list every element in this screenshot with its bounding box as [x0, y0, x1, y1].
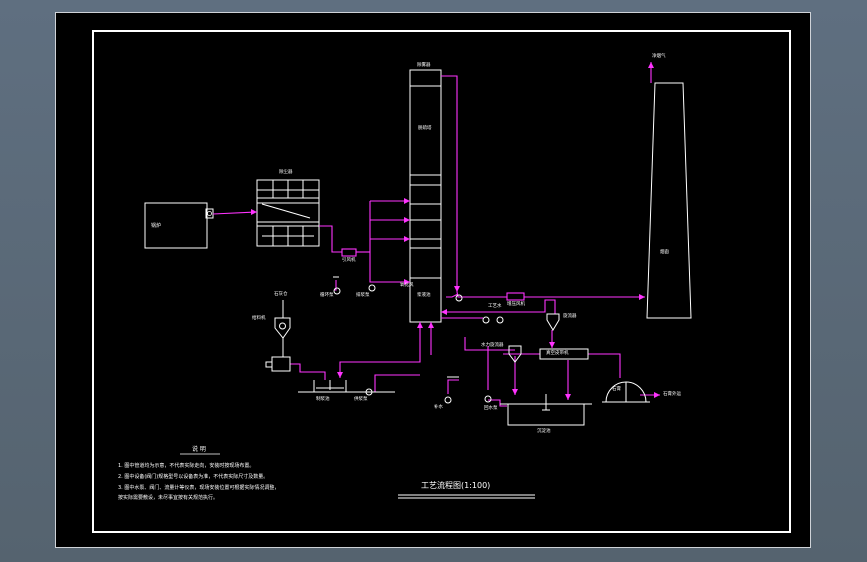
label-settling: 沉淀池	[537, 429, 551, 434]
label-fan-a: 引风机	[342, 258, 356, 263]
dust-collector-unit	[256, 179, 320, 247]
note-line-2: 2. 图中设备(阀门)规格型号以设备表为准，不代表实际尺寸及数量。	[118, 474, 269, 480]
label-tower-top: 除雾器	[417, 63, 431, 68]
label-dust-collector: 除尘器	[279, 170, 293, 175]
label-boiler: 锅炉	[151, 223, 162, 229]
label-cyclone-a: 旋流器	[563, 314, 577, 319]
label-lime-pit: 制浆池	[316, 397, 330, 402]
cyclones	[508, 313, 560, 363]
lime-silo-unit	[265, 300, 291, 372]
label-gypsum-out: 石膏外运	[663, 392, 681, 397]
label-tower-base: 浆液池	[417, 293, 431, 298]
label-stack: 烟囱	[660, 250, 669, 255]
label-water-in: 补水	[434, 405, 443, 410]
flow-arrows	[251, 62, 660, 400]
label-fan-b: 增压风机	[507, 302, 525, 307]
note-line-3: 3. 图中水泵、阀门、流量计等仪表，现场安装位置可根据实际情况调整，	[118, 485, 280, 491]
label-filter: 真空皮带机	[546, 351, 569, 356]
lime-pit	[298, 380, 395, 396]
label-gypsum: 石膏	[612, 387, 621, 392]
label-air: 氧化风	[400, 283, 414, 288]
note-line-4: 按实际需要敷设，未尽事宜按有关规范执行。	[118, 495, 219, 501]
label-lime-feeder: 给料机	[252, 316, 266, 321]
note-line-1: 1. 图中管道均为示意，不代表实际走向，安装时按现场布置。	[118, 463, 255, 469]
label-stack-top: 净烟气	[652, 54, 666, 59]
stack	[646, 82, 692, 319]
inner-frame	[92, 30, 791, 533]
label-lime-silo: 石灰仓	[274, 292, 288, 297]
vacuum-filter	[539, 348, 589, 360]
drawing-title: 工艺流程图(1:100)	[421, 481, 491, 490]
absorber-tower	[409, 69, 442, 323]
label-process-water: 工艺水	[488, 304, 502, 309]
pump-symbols	[333, 276, 504, 404]
label-pump-c: 回水泵	[484, 406, 498, 411]
settling-tank	[500, 394, 592, 426]
label-pit-pump: 供浆泵	[354, 397, 368, 402]
drawing-sheet	[55, 12, 811, 548]
gypsum-pile	[602, 381, 650, 403]
label-pump-b: 排浆泵	[356, 293, 370, 298]
label-pump-a: 循环泵	[320, 293, 334, 298]
label-tower: 脱硫塔	[418, 126, 432, 131]
label-cyclone-b: 水力旋流器	[481, 343, 504, 348]
boiler-unit	[144, 202, 214, 249]
process-lines	[212, 62, 660, 407]
notes-heading: 说 明	[192, 446, 206, 453]
